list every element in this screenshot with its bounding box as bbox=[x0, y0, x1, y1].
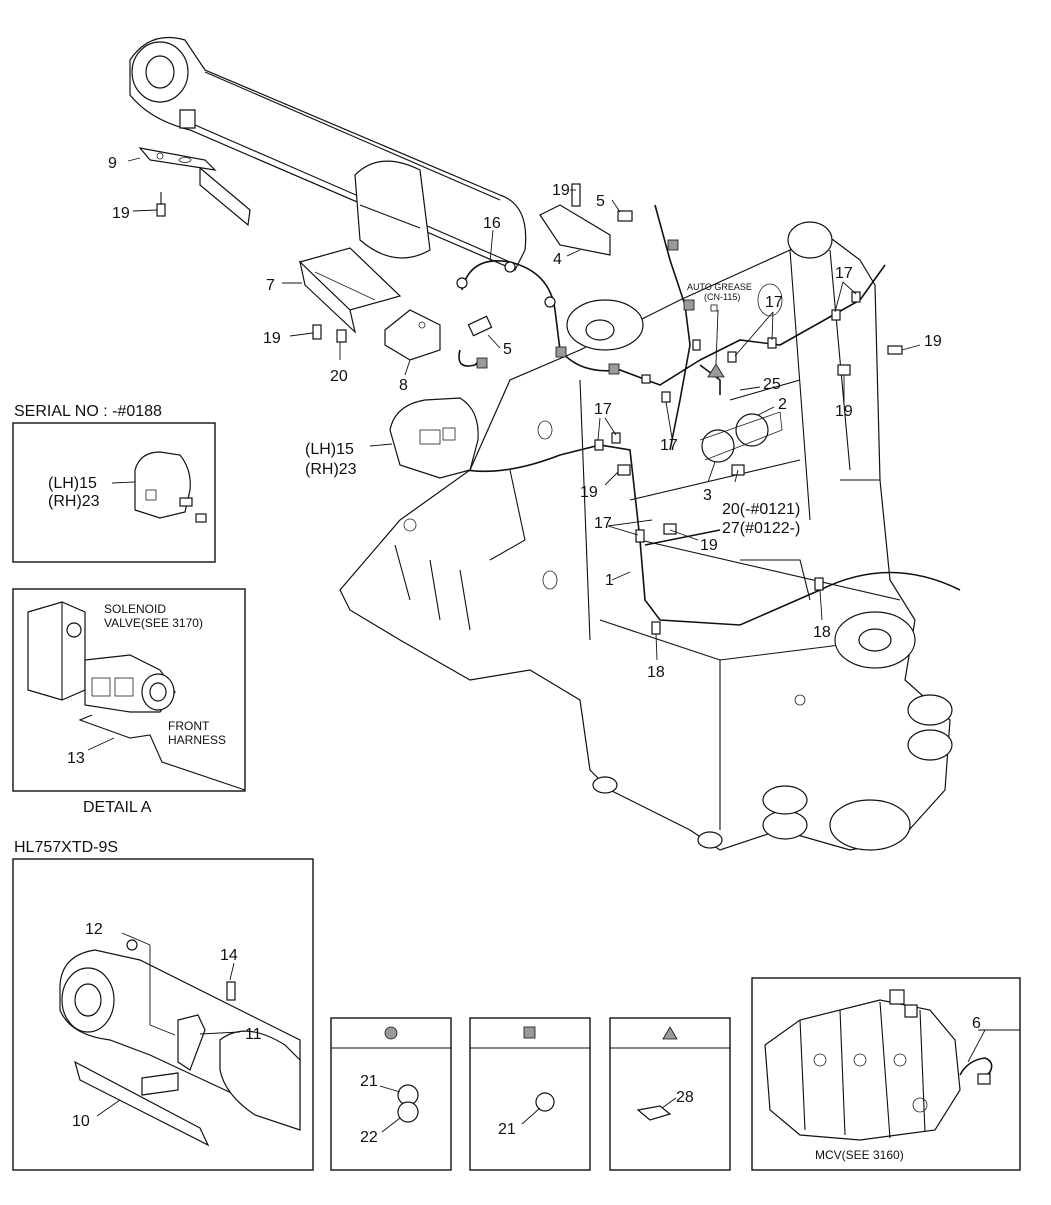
callout-12: 12 bbox=[85, 921, 103, 938]
legend-box-square: 21 bbox=[469, 1017, 591, 1171]
callout-18-b: 18 bbox=[647, 664, 665, 681]
callout-11: 11 bbox=[245, 1026, 262, 1043]
callout-17-e: 17 bbox=[835, 265, 853, 282]
clips-17 bbox=[594, 291, 861, 635]
bolt-19-right bbox=[887, 345, 903, 355]
callout-25: 25 bbox=[763, 376, 781, 393]
serial-lh: (LH)15 bbox=[48, 475, 97, 492]
harness-label-2: HARNESS bbox=[168, 733, 226, 747]
callout-19-c: 19 bbox=[552, 182, 570, 199]
callout-19-f: 19 bbox=[924, 333, 942, 350]
callout-5-a: 5 bbox=[596, 193, 605, 210]
mcv-caption: MCV(SEE 3160) bbox=[815, 1148, 904, 1162]
serial-title: SERIAL NO : -#0188 bbox=[14, 403, 162, 420]
callout-3: 3 bbox=[703, 487, 712, 504]
callout-17-d: 17 bbox=[765, 294, 783, 311]
callout-6: 6 bbox=[972, 1015, 981, 1032]
callout-rh-23: (RH)23 bbox=[305, 461, 357, 478]
legend-markers bbox=[476, 239, 725, 378]
bolt-19-right2 bbox=[837, 364, 851, 376]
callout-16: 16 bbox=[483, 215, 501, 232]
bolt-19-lower bbox=[663, 523, 677, 535]
bolt-19-center bbox=[617, 464, 631, 476]
callout-17-a: 17 bbox=[594, 401, 612, 418]
callout-21-b: 21 bbox=[498, 1121, 516, 1138]
callout-19-g: 19 bbox=[835, 403, 853, 420]
harness-16 bbox=[461, 260, 701, 386]
callout-1: 1 bbox=[605, 572, 614, 589]
bracket-7 bbox=[298, 247, 402, 334]
callout-10: 10 bbox=[72, 1113, 90, 1130]
detail-a-caption: DETAIL A bbox=[83, 799, 152, 816]
bracket-4 bbox=[539, 183, 611, 256]
bolt-19-mid bbox=[312, 324, 322, 340]
callout-19-b: 19 bbox=[263, 330, 281, 347]
callout-20: 20 bbox=[330, 368, 348, 385]
callout-2: 2 bbox=[778, 396, 787, 413]
legend-box-circle: 21 22 bbox=[330, 1017, 452, 1171]
callout-14: 14 bbox=[220, 947, 238, 964]
callout-5-b: 5 bbox=[503, 341, 512, 358]
callout-20-b: 20(-#0121) bbox=[722, 501, 800, 518]
triangle-icon bbox=[662, 1026, 678, 1040]
clamp-2-3 bbox=[699, 411, 783, 463]
serial-rh: (RH)23 bbox=[48, 493, 100, 510]
boom-cylinder bbox=[129, 36, 527, 271]
solenoid-label-2: VALVE(SEE 3170) bbox=[104, 616, 203, 630]
circle-dot-icon bbox=[384, 1026, 398, 1040]
bracket-8 bbox=[384, 309, 441, 361]
callout-17-c: 17 bbox=[660, 437, 678, 454]
square-icon bbox=[523, 1026, 536, 1039]
legend-box-triangle: 28 bbox=[609, 1017, 731, 1171]
bolt-20 bbox=[336, 329, 347, 343]
callout-13: 13 bbox=[67, 750, 85, 767]
callout-8: 8 bbox=[399, 377, 408, 394]
callout-28: 28 bbox=[676, 1089, 694, 1106]
main-assembly: 9 19 7 19 20 8 16 4 19 5 5 17 19 17 19 1… bbox=[108, 36, 961, 851]
callout-9: 9 bbox=[108, 155, 117, 172]
callout-19-d: 19 bbox=[580, 484, 598, 501]
callout-19-e: 19 bbox=[700, 537, 718, 554]
bracket-9 bbox=[138, 147, 251, 227]
model-box: HL757XTD-9S 12 14 11 10 bbox=[12, 839, 314, 1171]
callout-4: 4 bbox=[553, 251, 562, 268]
callout-22: 22 bbox=[360, 1129, 378, 1146]
harness-label-1: FRONT bbox=[168, 719, 210, 733]
mcv-box: 6 MCV(SEE 3160) bbox=[751, 977, 1021, 1171]
detail-a-box: SOLENOID VALVE(SEE 3170) FRONT HARNESS 1… bbox=[12, 588, 246, 816]
lamp-15-23 bbox=[389, 397, 479, 479]
serial-box: SERIAL NO : -#0188 (LH)15 (RH)23 bbox=[12, 403, 216, 563]
loader-frame bbox=[339, 221, 953, 851]
auto-grease-label: AUTO GREASE bbox=[687, 282, 752, 292]
callout-19-a: 19 bbox=[112, 205, 130, 222]
connector-5-top bbox=[617, 210, 633, 222]
bolt-19-left bbox=[156, 192, 166, 217]
callout-7: 7 bbox=[266, 277, 275, 294]
solenoid-label-1: SOLENOID bbox=[104, 602, 166, 616]
callout-21-a: 21 bbox=[360, 1073, 378, 1090]
model-title: HL757XTD-9S bbox=[14, 839, 118, 856]
callout-17-b: 17 bbox=[594, 515, 612, 532]
auto-grease-sub: (CN-115) bbox=[704, 292, 740, 302]
callout-lh-15: (LH)15 bbox=[305, 441, 354, 458]
callout-18-a: 18 bbox=[813, 624, 831, 641]
callout-27: 27(#0122-) bbox=[722, 520, 800, 537]
